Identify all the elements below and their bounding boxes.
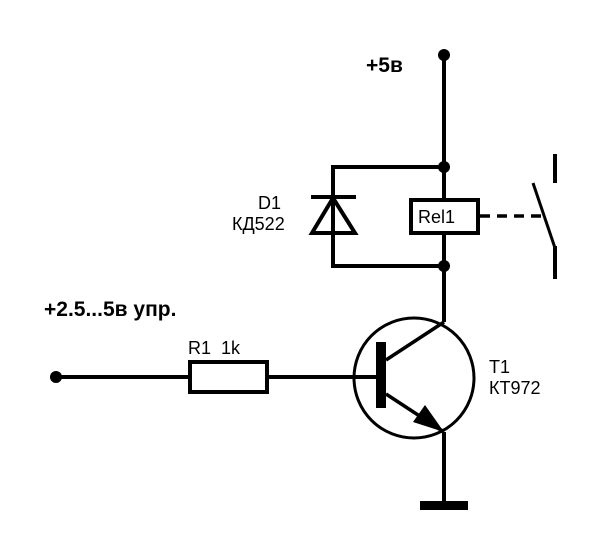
diode-type-label: КД522	[232, 214, 285, 234]
ground-symbol	[420, 501, 468, 510]
control-input-label: +2.5...5в упр.	[44, 298, 176, 321]
diode-ref-label: D1	[258, 193, 281, 213]
transistor-type-label: КТ972	[489, 378, 541, 398]
relay-switch-contact	[531, 154, 557, 279]
resistor-label: R1 1k	[188, 338, 241, 358]
resistor-r1	[188, 360, 269, 394]
diode-d1	[308, 165, 444, 268]
relay-label: Rel1	[418, 207, 455, 227]
transistor-t1	[352, 316, 476, 440]
transistor-ref-label: T1	[489, 357, 510, 377]
supply-label: +5в	[366, 54, 403, 77]
